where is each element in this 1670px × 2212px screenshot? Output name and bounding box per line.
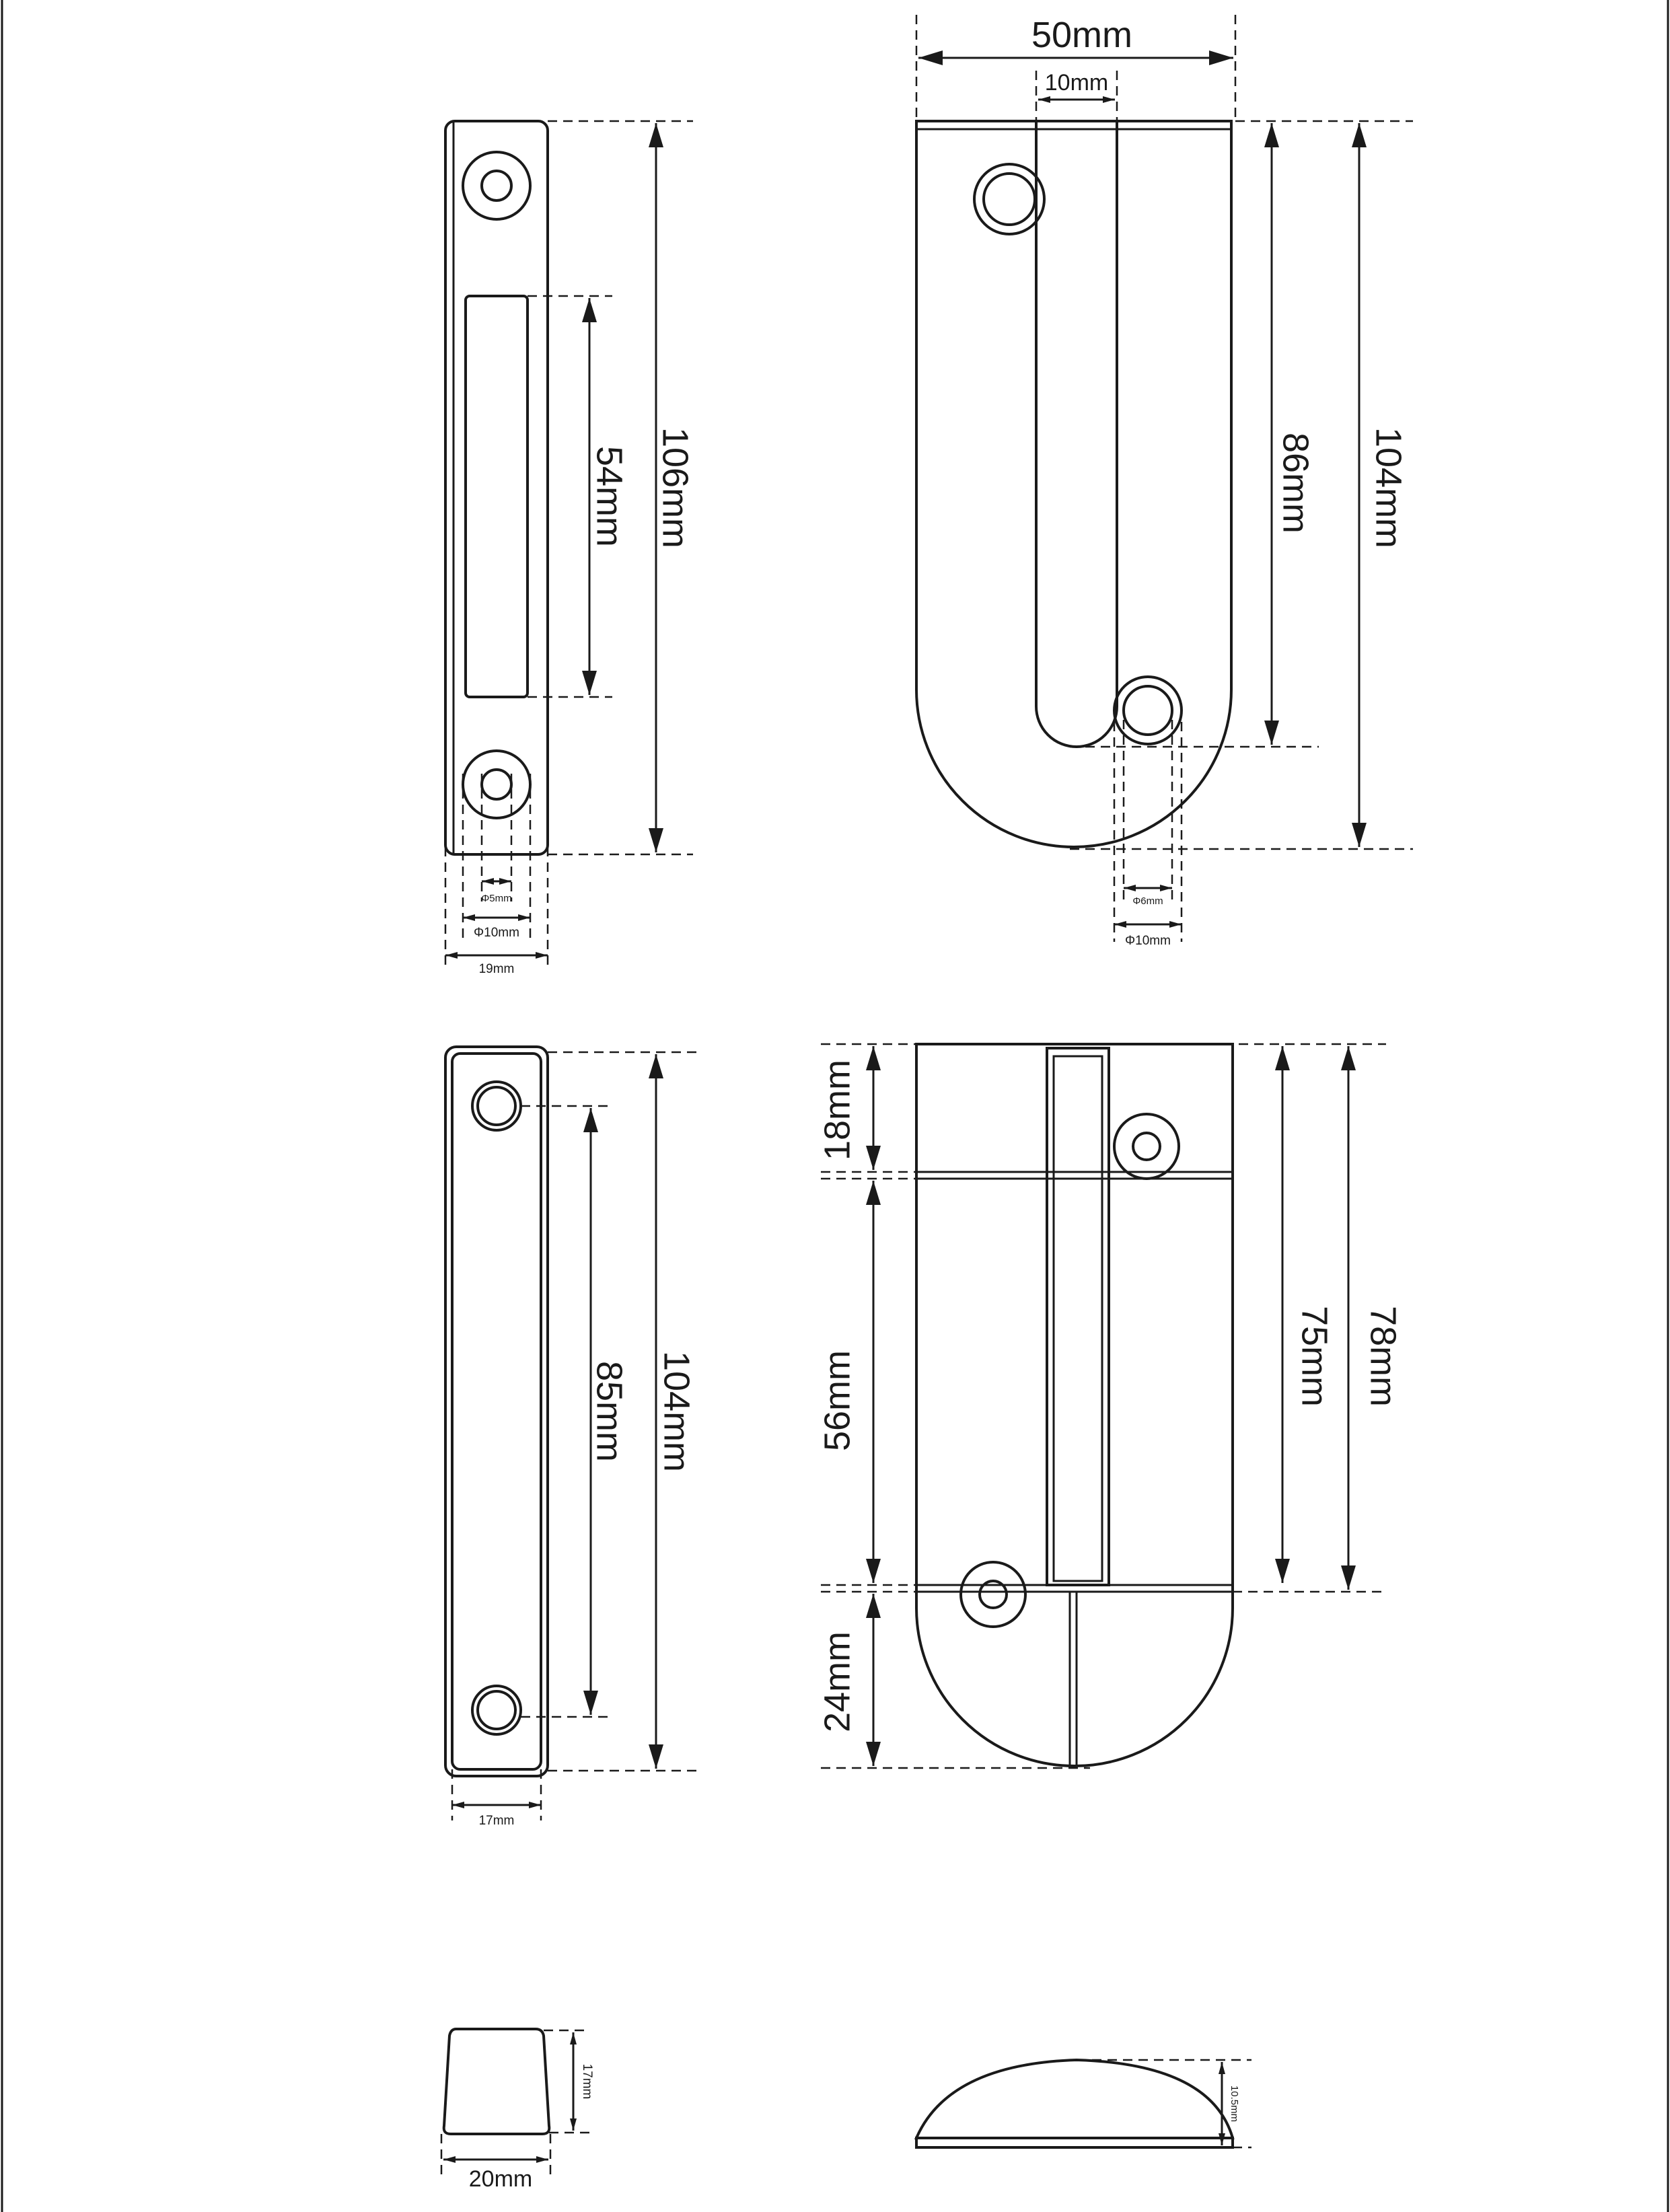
dim-height-label: 106mm [655,427,696,548]
plate-outline [444,120,549,856]
bottom-hole-lower-outer [959,1561,1027,1628]
dim-width-label: 17mm [479,1814,515,1828]
dim-hole-spacing-label: 85mm [589,1361,630,1462]
dim-slot-width-label: 10mm [1045,70,1108,96]
dim-inner-height-label: 75mm [1295,1306,1335,1407]
screw-hole-top-inner [480,170,513,202]
screw-hole-bottom-outer [462,749,532,819]
dim-slot-label: 54mm [589,446,630,547]
side-block-outline [442,2028,551,2135]
screw-hole-bottom-inner [480,768,513,801]
hook-body-outline [915,120,1233,848]
dim-slot-depth-label: 86mm [1276,433,1316,533]
bottom-hole-top-inner [1132,1132,1161,1161]
back-plate-outline [444,1045,549,1777]
back-hole-bottom-outer [471,1685,522,1736]
dim-hole-outer-label: Φ10mm [1125,934,1171,948]
back-hole-top-inner [476,1086,517,1126]
dim-height-label: 104mm [1369,427,1409,548]
hook-slot [1035,121,1118,748]
strike-plate-side-view: 17mm 20mm [440,2028,594,2192]
hook-body-bottom-outline [915,1043,1234,1767]
mount-hole-bottom-inner [1122,685,1173,736]
dome-outline [914,2058,1235,2139]
dim-segment-top-label: 18mm [817,1060,857,1160]
dim-segment-middle-label: 56mm [817,1350,857,1451]
dim-width-label: 19mm [479,962,515,976]
back-hole-top-outer [471,1080,522,1132]
dim-hole-outer-label: Φ10mm [474,926,519,940]
screw-hole-top-outer [462,151,532,221]
dim-side-height-label: 17mm [580,2064,594,2100]
dim-width-label: 50mm [1031,15,1132,55]
bottom-hole-lower-inner [978,1580,1008,1609]
latch-slot [464,295,529,698]
dim-dome-height-label: 10.5mm [1229,2086,1240,2122]
dim-segment-bottom-label: 24mm [817,1631,857,1732]
bottom-hole-top-outer [1113,1113,1180,1180]
hook-body-side-view: 10.5mm [914,2058,1251,2149]
guide-channel-inner [1052,1055,1103,1582]
hook-body-top-view: 50mm 10mm 86mm 104mm Φ6mm Φ10mm [915,15,1413,948]
guide-channel [1046,1047,1110,1586]
dim-outer-height-label: 78mm [1363,1306,1404,1407]
mount-hole-top-outer [973,163,1046,235]
dim-hole-inner-label: Φ5mm [481,893,511,904]
dim-side-width-label: 20mm [469,2166,532,2192]
mount-hole-top-inner [982,172,1036,226]
back-plate-inner [451,1052,542,1771]
dim-height-label: 104mm [657,1351,697,1472]
dim-hole-inner-label: Φ6mm [1132,895,1163,907]
hook-body-bottom-view: 18mm 56mm 24mm 75mm 78mm [817,1043,1404,1769]
back-hole-bottom-inner [476,1690,517,1730]
dome-base [915,2137,1234,2149]
strike-plate-back-view: 104mm 85mm 17mm [444,1045,700,1828]
strike-plate-front-view: 106mm 54mm Φ5mm Φ10mm 19mm [444,120,696,976]
